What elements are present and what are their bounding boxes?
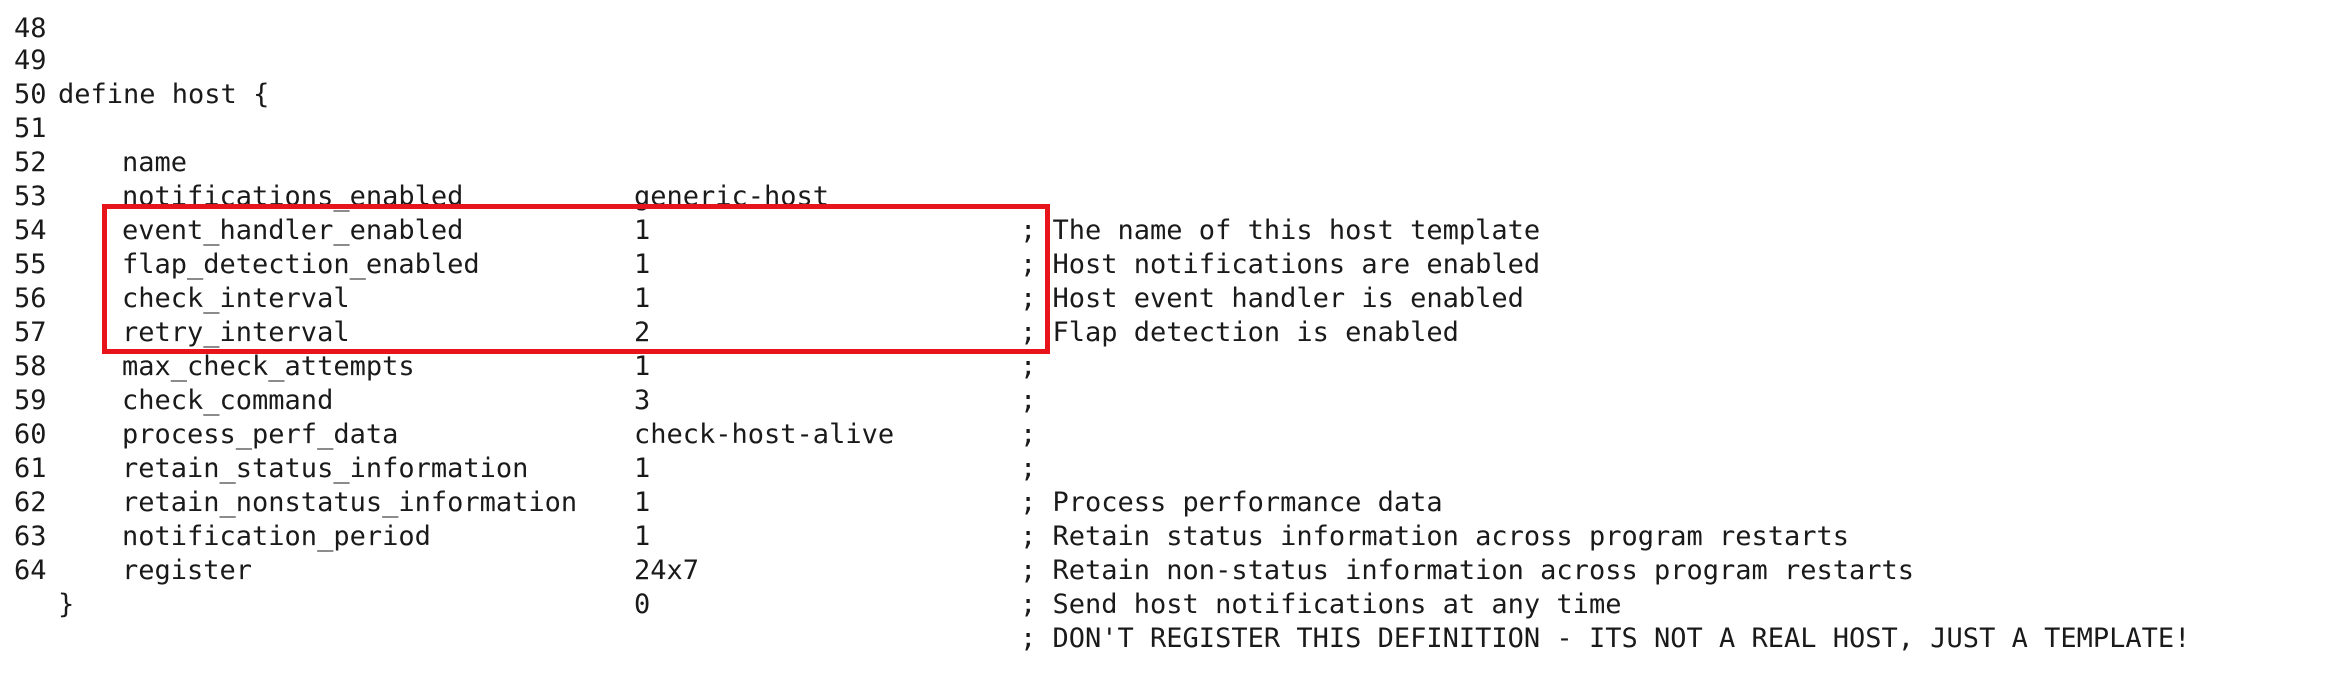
directive-comment: ; Host event handler is enabled bbox=[1020, 283, 1524, 314]
directive-value: 2 bbox=[634, 317, 651, 348]
directive-value: check-host-alive bbox=[634, 419, 895, 450]
directive-comment: ; Process performance data bbox=[1020, 487, 1443, 518]
directive-name: max_check_attempts bbox=[122, 351, 415, 382]
line-number: 62 bbox=[14, 487, 47, 518]
code-line: 48 bbox=[0, 0, 65, 44]
directive-value: 1 bbox=[634, 521, 651, 552]
code-line[interactable]: 64 } bbox=[0, 520, 74, 620]
directive-comment: ; Retain non-status information across p… bbox=[1020, 555, 1915, 586]
code-line[interactable]: 52 notifications_enabled 1 ; Host notifi… bbox=[0, 112, 1540, 280]
directive-value: 1 bbox=[634, 453, 651, 484]
line-number: 49 bbox=[14, 45, 47, 76]
line-number: 60 bbox=[14, 419, 47, 450]
define-host-keyword: define host { bbox=[58, 79, 270, 110]
directive-comment: ; bbox=[1020, 419, 1037, 450]
directive-name: flap_detection_enabled bbox=[122, 249, 480, 280]
directive-comment: ; bbox=[1020, 351, 1037, 382]
directive-name: check_command bbox=[122, 385, 334, 416]
directive-value: 1 bbox=[634, 487, 651, 518]
directive-comment: ; bbox=[1020, 385, 1037, 416]
directive-comment: ; bbox=[1020, 453, 1037, 484]
line-number: 61 bbox=[14, 453, 47, 484]
directive-comment: ; Send host notifications at any time bbox=[1020, 589, 1622, 620]
code-line[interactable]: 59 process_perf_data 1 ; Process perform… bbox=[0, 350, 1443, 518]
directive-name: retry_interval bbox=[122, 317, 350, 348]
directive-name: event_handler_enabled bbox=[122, 215, 464, 246]
line-number: 48 bbox=[14, 13, 47, 44]
directive-value: 1 bbox=[634, 215, 651, 246]
code-line[interactable]: 57 max_check_attempts 3 ; bbox=[0, 282, 1036, 450]
directive-value: 1 bbox=[634, 351, 651, 382]
line-number: 53 bbox=[14, 181, 47, 212]
closing-brace: } bbox=[58, 589, 75, 620]
code-editor[interactable]: 48 49 define host { 50 51 name generic-h… bbox=[0, 0, 2326, 654]
code-line[interactable]: 50 bbox=[0, 44, 65, 110]
directive-comment: ; Host notifications are enabled bbox=[1020, 249, 1541, 280]
code-line[interactable]: 54 flap_detection_enabled 1 ; Flap detec… bbox=[0, 180, 1459, 348]
directive-value: 1 bbox=[634, 249, 651, 280]
directive-comment: ; The name of this host template bbox=[1020, 215, 1541, 246]
line-number: 54 bbox=[14, 215, 47, 246]
line-number: 51 bbox=[14, 113, 47, 144]
line-number: 57 bbox=[14, 317, 47, 348]
code-line[interactable]: 51 name generic-host ; The name of this … bbox=[0, 78, 1540, 246]
code-line[interactable]: 61 retain_nonstatus_information 1 ; Reta… bbox=[0, 418, 1914, 586]
line-number: 64 bbox=[14, 555, 47, 586]
directive-value: 24x7 bbox=[634, 555, 700, 586]
code-line[interactable]: 56 retry_interval 1 ; bbox=[0, 248, 1036, 416]
line-number: 50 bbox=[14, 79, 47, 110]
directive-value: generic-host bbox=[634, 181, 830, 212]
code-line[interactable]: 58 check_command check-host-alive ; bbox=[0, 316, 1036, 484]
directive-name: notification_period bbox=[122, 521, 431, 552]
directive-name: check_interval bbox=[122, 283, 350, 314]
directive-comment: ; Flap detection is enabled bbox=[1020, 317, 1459, 348]
code-line[interactable]: 49 define host { bbox=[0, 10, 269, 110]
line-number: 52 bbox=[14, 147, 47, 178]
line-number: 55 bbox=[14, 249, 47, 280]
directive-name: retain_status_information bbox=[122, 453, 529, 484]
code-line[interactable]: 55 check_interval 2 ; bbox=[0, 214, 1036, 382]
line-number: 63 bbox=[14, 521, 47, 552]
line-number: 58 bbox=[14, 351, 47, 382]
code-line[interactable]: 60 retain_status_information 1 ; Retain … bbox=[0, 384, 1849, 552]
line-number: 59 bbox=[14, 385, 47, 416]
code-line[interactable]: 62 notification_period 24x7 ; Send host … bbox=[0, 452, 1621, 620]
directive-name: retain_nonstatus_information bbox=[122, 487, 578, 518]
directive-name: notifications_enabled bbox=[122, 181, 464, 212]
line-number: 56 bbox=[14, 283, 47, 314]
code-line[interactable]: 53 event_handler_enabled 1 ; Host event … bbox=[0, 146, 1524, 314]
directive-value: 1 bbox=[634, 283, 651, 314]
directive-comment: ; Retain status information across progr… bbox=[1020, 521, 1850, 552]
directive-name: process_perf_data bbox=[122, 419, 399, 450]
directive-comment: ; DON'T REGISTER THIS DEFINITION - ITS N… bbox=[1020, 623, 2191, 654]
directive-name: register bbox=[122, 555, 253, 586]
directive-name: name bbox=[122, 147, 188, 178]
code-line[interactable]: 63 register 0 ; DON'T REGISTER THIS DEFI… bbox=[0, 486, 2190, 654]
directive-value: 3 bbox=[634, 385, 651, 416]
directive-value: 0 bbox=[634, 589, 651, 620]
